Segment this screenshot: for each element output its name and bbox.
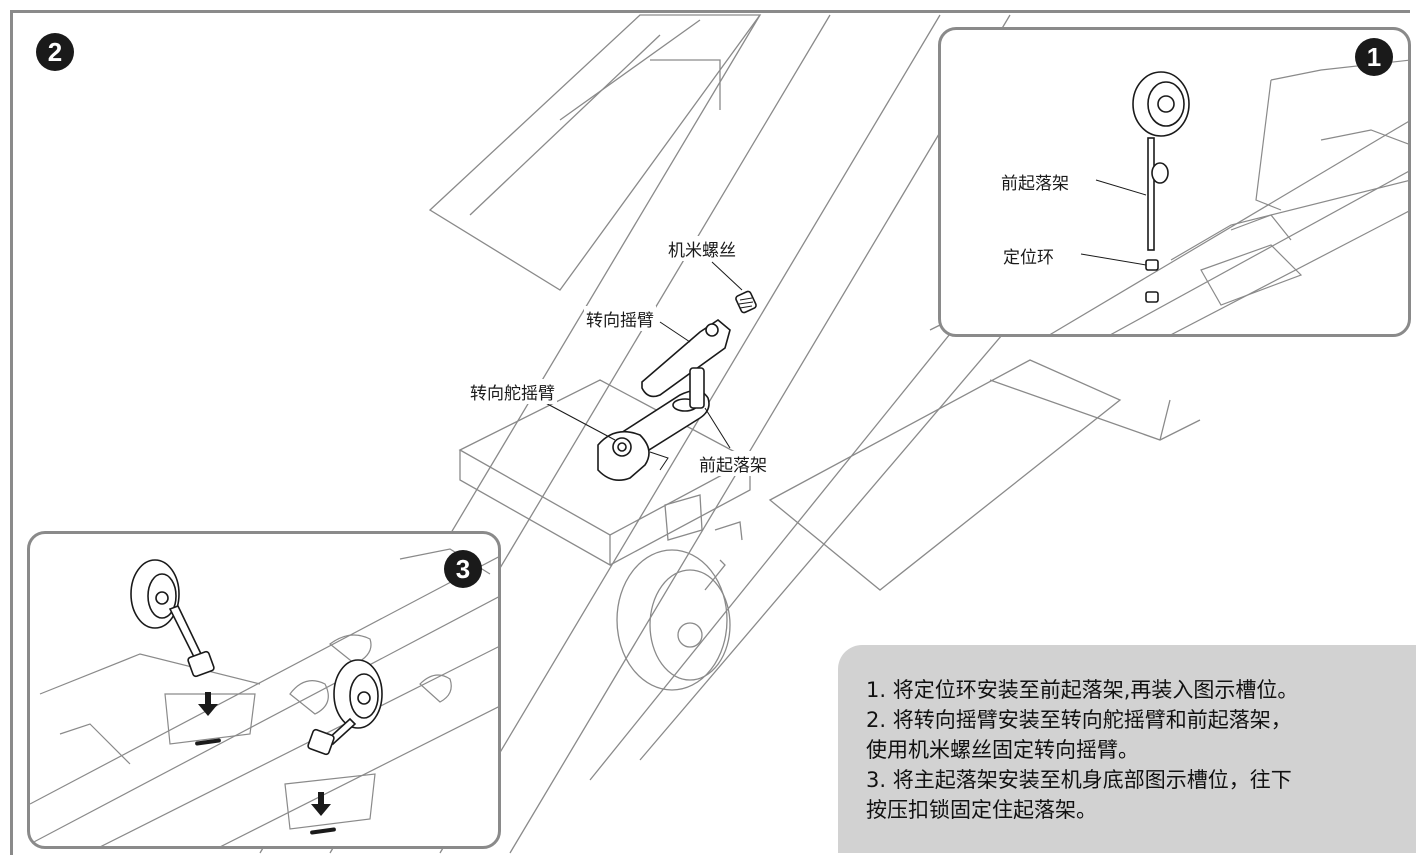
instruction-line-1: 1. 将定位环安装至前起落架,再装入图示槽位。: [866, 678, 1299, 702]
step2-badge: 2: [36, 33, 74, 71]
step1-badge: 1: [1355, 38, 1393, 76]
step3-badge: 3: [444, 550, 482, 588]
label-locating-ring: 定位环: [1001, 243, 1056, 268]
step3-line-art: [30, 548, 498, 846]
instruction-line-3: 使用机米螺丝固定转向摇臂。: [866, 738, 1139, 762]
label-rudder-arm: 转向舵摇臂: [468, 379, 557, 404]
label-nose-gear-main: 前起落架: [697, 451, 769, 476]
step3-inset: 3: [27, 531, 501, 849]
label-nose-gear-inset: 前起落架: [999, 169, 1071, 194]
step1-inset: 1 前起落架 定位环: [938, 27, 1411, 337]
instruction-line-4: 3. 将主起落架安装至机身底部图示槽位，往下: [866, 768, 1292, 792]
label-screw: 机米螺丝: [666, 236, 738, 261]
label-steering-arm: 转向摇臂: [584, 306, 656, 331]
instruction-panel: 1. 将定位环安装至前起落架,再装入图示槽位。 2. 将转向摇臂安装至转向舵摇臂…: [838, 645, 1416, 853]
instruction-line-5: 按压扣锁固定住起落架。: [866, 798, 1097, 822]
step1-line-art: [1049, 59, 1408, 334]
instruction-line-2: 2. 将转向摇臂安装至转向舵摇臂和前起落架，: [866, 708, 1292, 732]
